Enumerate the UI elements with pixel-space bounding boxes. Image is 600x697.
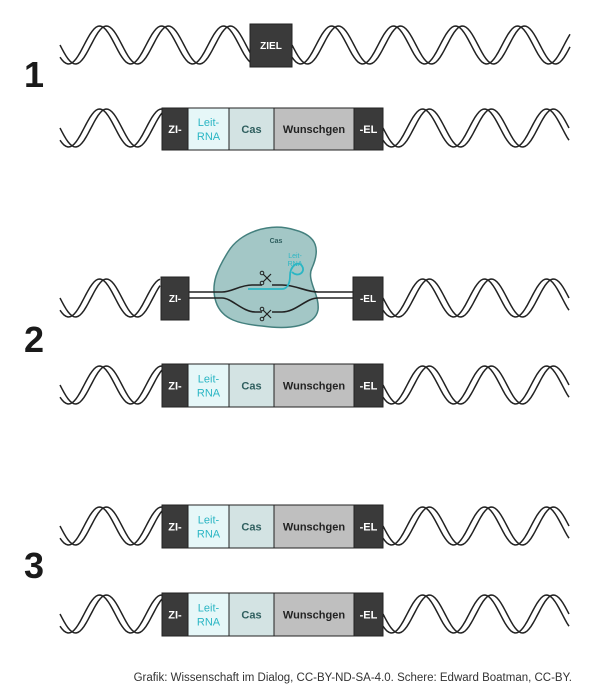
dna-helix-4-right-strand-a: [382, 365, 570, 405]
dna-helix-2-left-strand-a: [59, 108, 163, 148]
cut-left-block: [160, 276, 190, 321]
cassette-text-left: ZI-: [168, 522, 182, 534]
guide-rna-label-2: RNA: [288, 261, 303, 268]
step-number-3: 3: [24, 545, 44, 586]
cassette-segment-left: [161, 504, 189, 549]
inner-strand-top-right: [272, 284, 353, 293]
dna-helix-1-left-strand-b: [59, 25, 251, 65]
inner-strand-bottom: [189, 297, 262, 313]
cassette-segment-guide: [187, 592, 230, 637]
cassette-segment-left: [161, 363, 189, 408]
cassette-segment-left: [161, 592, 189, 637]
dna-helix-3-right-strand-a: [382, 278, 570, 318]
cassette-text-right: -EL: [360, 381, 378, 393]
dna-helix-5-left-strand-a: [59, 506, 163, 546]
dna-helix-6-right-strand-a: [382, 594, 570, 634]
cas-complex: ZI- -EL Cas Leit- RNA: [160, 226, 384, 329]
cassette-segment-right: [353, 592, 384, 637]
guide-rna-text-2: RNA: [197, 388, 221, 400]
image-credit: Grafik: Wissenschaft im Dialog, CC-BY-ND…: [133, 672, 572, 684]
cassette-segment-guide: [187, 107, 230, 151]
dna-helix-6-left-strand-a: [59, 594, 163, 634]
cut-right-label: -EL: [360, 294, 376, 305]
cassette-segment-guide: [187, 504, 230, 549]
cassette-text-gene: Wunschgen: [283, 610, 345, 622]
cassette-segment-guide: [187, 363, 230, 408]
step-number-1: 1: [24, 54, 44, 95]
cassette-text-cas: Cas: [241, 381, 261, 393]
cassette-segment-cas: [228, 592, 275, 637]
dna-helix-1-right-strand-a: [291, 25, 571, 65]
scissors-icon: [259, 306, 272, 322]
dna-helix-2-left-strand-b: [59, 108, 163, 148]
cassette-segment-cas: [228, 363, 275, 408]
guide-rna-text-1: Leit-: [198, 603, 220, 615]
cassette-segment-gene: [273, 504, 355, 549]
dna-helix-5-right-strand-a: [382, 506, 570, 546]
dna-helix-1-right-strand-b: [291, 25, 571, 65]
target-site: ZIEL: [249, 23, 293, 68]
cassette-text-cas: Cas: [241, 522, 261, 534]
guide-rna-strand: [248, 262, 304, 290]
cassette-segment-gene: [273, 107, 355, 151]
step-number-2: 2: [24, 319, 44, 360]
cassette-segment-cas: [228, 504, 275, 549]
cassette-row-2: ZI- Leit- RNA Cas Wunschgen -EL: [161, 363, 384, 408]
cassette-text-cas: Cas: [241, 124, 261, 136]
guide-rna-text-1: Leit-: [198, 374, 220, 386]
dna-helix-3-left-strand-b: [59, 278, 161, 318]
dna-helix-3-left-strand-a: [59, 278, 161, 318]
cassette-row-1: ZI- Leit- RNA Cas Wunschgen -EL: [161, 107, 384, 151]
dna-helix-2-right-strand-b: [382, 108, 570, 148]
cassette-segment-right: [353, 107, 384, 151]
inner-strand-top: [189, 284, 262, 293]
cassette-segment-right: [353, 363, 384, 408]
cassette-text-right: -EL: [360, 610, 378, 622]
cas-blob-label: Cas: [270, 238, 283, 245]
cut-right-block: [352, 276, 384, 321]
cassette-row-4: ZI- Leit- RNA Cas Wunschgen -EL: [161, 592, 384, 637]
dna-helix-3-right-strand-b: [382, 278, 570, 318]
cassette-row-3: ZI- Leit- RNA Cas Wunschgen -EL: [161, 504, 384, 549]
cut-left-label: ZI-: [169, 294, 181, 305]
cassette-text-cas: Cas: [241, 610, 261, 622]
cassette-text-left: ZI-: [168, 610, 182, 622]
dna-helix-4-right-strand-b: [382, 365, 570, 405]
cassette-text-gene: Wunschgen: [283, 124, 345, 136]
cassette-text-right: -EL: [360, 124, 378, 136]
guide-rna-text-2: RNA: [197, 131, 221, 143]
cassette-segment-gene: [273, 363, 355, 408]
dna-helix-5-right-strand-b: [382, 506, 570, 546]
cassette-segment-cas: [228, 107, 275, 151]
guide-rna-text-2: RNA: [197, 617, 221, 629]
dna-helix-5-left-strand-b: [59, 506, 163, 546]
dna-helix-4-left-strand-b: [59, 365, 163, 405]
guide-rna-text-1: Leit-: [198, 117, 220, 129]
inner-strand-bottom-right: [272, 297, 353, 313]
dna-strands: [59, 25, 571, 634]
cassette-text-right: -EL: [360, 522, 378, 534]
dna-helix-2-right-strand-a: [382, 108, 570, 148]
cassette-segment-gene: [273, 592, 355, 637]
guide-rna-text-1: Leit-: [198, 515, 220, 527]
target-label: ZIEL: [260, 41, 282, 52]
dna-helix-1-left-strand-a: [59, 25, 251, 65]
dna-helix-4-left-strand-a: [59, 365, 163, 405]
scissors-icon: [259, 270, 272, 286]
cassette-text-left: ZI-: [168, 381, 182, 393]
guide-rna-label-1: Leit-: [288, 253, 302, 260]
cassette-text-gene: Wunschgen: [283, 522, 345, 534]
cassette-text-gene: Wunschgen: [283, 381, 345, 393]
dna-helix-6-left-strand-b: [59, 594, 163, 634]
cassette-segment-left: [161, 107, 189, 151]
dna-helix-6-right-strand-b: [382, 594, 570, 634]
guide-rna-text-2: RNA: [197, 529, 221, 541]
cassette-text-left: ZI-: [168, 124, 182, 136]
cassette-segment-right: [353, 504, 384, 549]
